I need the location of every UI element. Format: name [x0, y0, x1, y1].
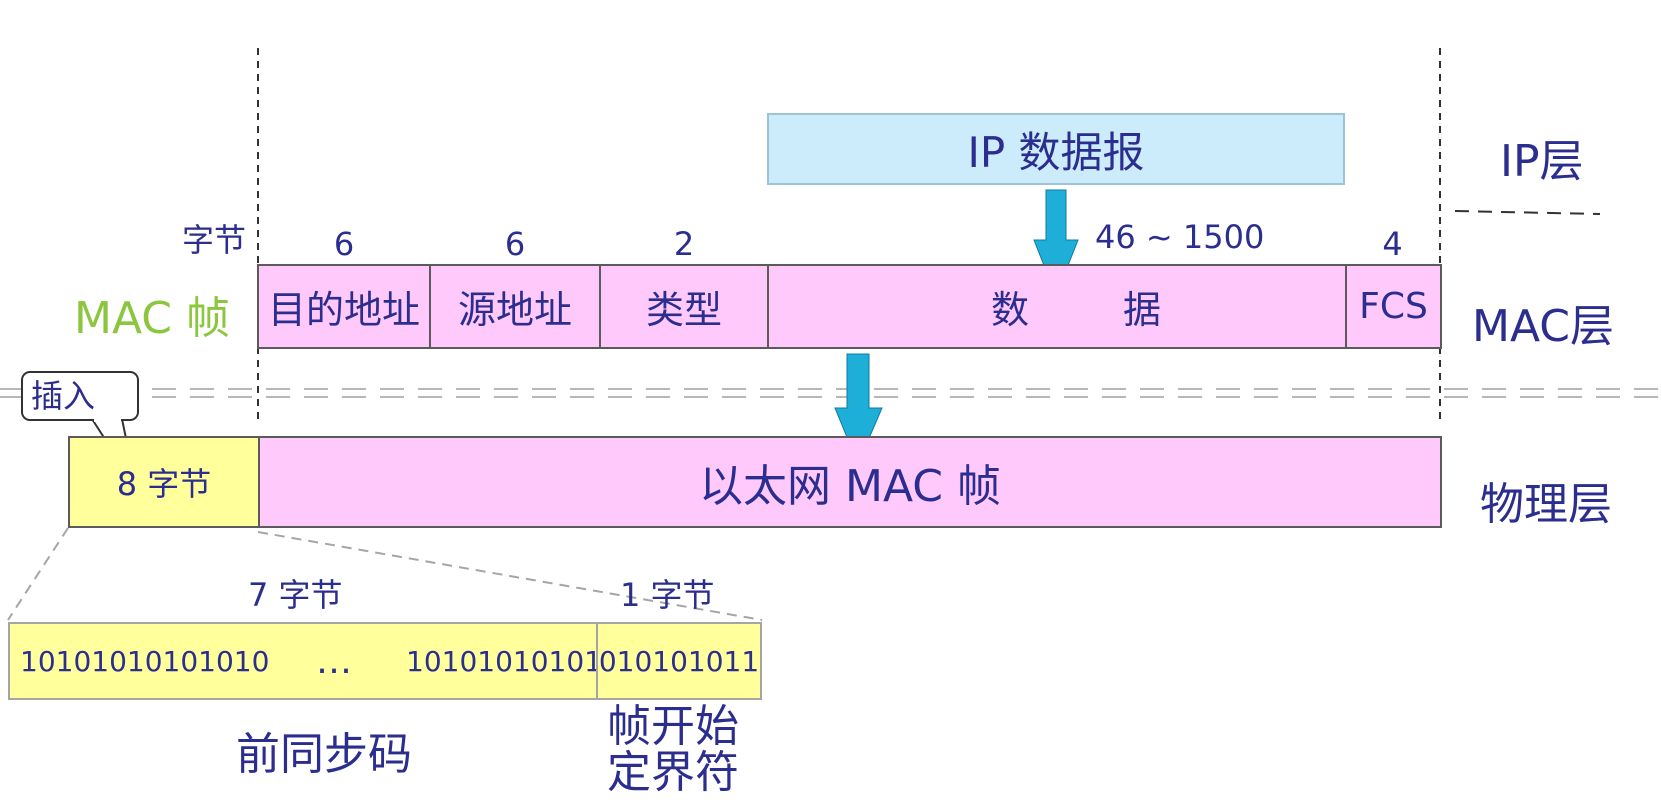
insert-callout-label: 插入 — [31, 377, 96, 415]
preamble-block: 8 字节 — [68, 436, 260, 528]
field-destination-address: 目的地址 — [257, 264, 431, 349]
field-data-label-a: 数 — [991, 288, 1030, 332]
preamble-bits-right: 10101010101 — [406, 644, 602, 678]
field-size-fcs: 4 — [1382, 225, 1403, 263]
field-source-label: 源地址 — [457, 288, 572, 332]
field-size-type: 2 — [673, 225, 695, 263]
sfd-label-line1: 帧开始 — [607, 701, 739, 752]
field-type: 类型 — [599, 264, 769, 349]
mac-layer-label: MAC层 — [1472, 301, 1615, 352]
byte-unit-label: 字节 — [182, 221, 247, 259]
sfd-bits: 010101011 — [598, 644, 760, 678]
field-fcs: FCS — [1345, 264, 1442, 349]
mac-frame-title: MAC 帧 — [74, 293, 230, 344]
sync-label: 前同步码 — [236, 729, 412, 780]
ethernet-mac-frame-box: 以太网 MAC 帧 — [258, 436, 1442, 528]
field-data: 数 据 — [767, 264, 1347, 349]
ip-datagram-box: IP 数据报 — [767, 113, 1345, 185]
field-size-destination: 6 — [333, 225, 355, 263]
field-type-label: 类型 — [645, 288, 722, 332]
field-size-source: 6 — [504, 225, 526, 263]
field-data-label-b: 据 — [1123, 288, 1162, 332]
expand-guide-right — [257, 531, 763, 621]
preamble-bytes-label: 8 字节 — [116, 465, 212, 503]
preamble-bits-left: 10101010101010 — [20, 644, 270, 678]
ethernet-mac-frame-label: 以太网 MAC 帧 — [699, 461, 1001, 512]
ip-layer-separator — [1454, 210, 1601, 215]
sfd-label-line2: 定界符 — [607, 747, 739, 798]
ip-datagram-label: IP 数据报 — [967, 127, 1145, 177]
callout-seam-cover — [94, 417, 121, 422]
preamble-sync-box: 10101010101010 … 10101010101 — [8, 622, 602, 700]
expand-guide-left — [7, 527, 69, 621]
sfd-bytes-label: 1 字节 — [620, 576, 715, 614]
sfd-box: 010101011 — [596, 622, 762, 700]
insert-callout: 插入 — [21, 371, 139, 421]
field-fcs-label: FCS — [1359, 286, 1428, 327]
field-size-data: 46 ~ 1500 — [1095, 218, 1265, 256]
physical-layer-label: 物理层 — [1480, 479, 1612, 530]
field-destination-label: 目的地址 — [267, 288, 420, 332]
preamble-ellipsis: … — [316, 640, 352, 682]
sync-bytes-label: 7 字节 — [248, 576, 343, 614]
field-source-address: 源地址 — [429, 264, 601, 349]
ip-layer-label: IP层 — [1500, 136, 1584, 187]
